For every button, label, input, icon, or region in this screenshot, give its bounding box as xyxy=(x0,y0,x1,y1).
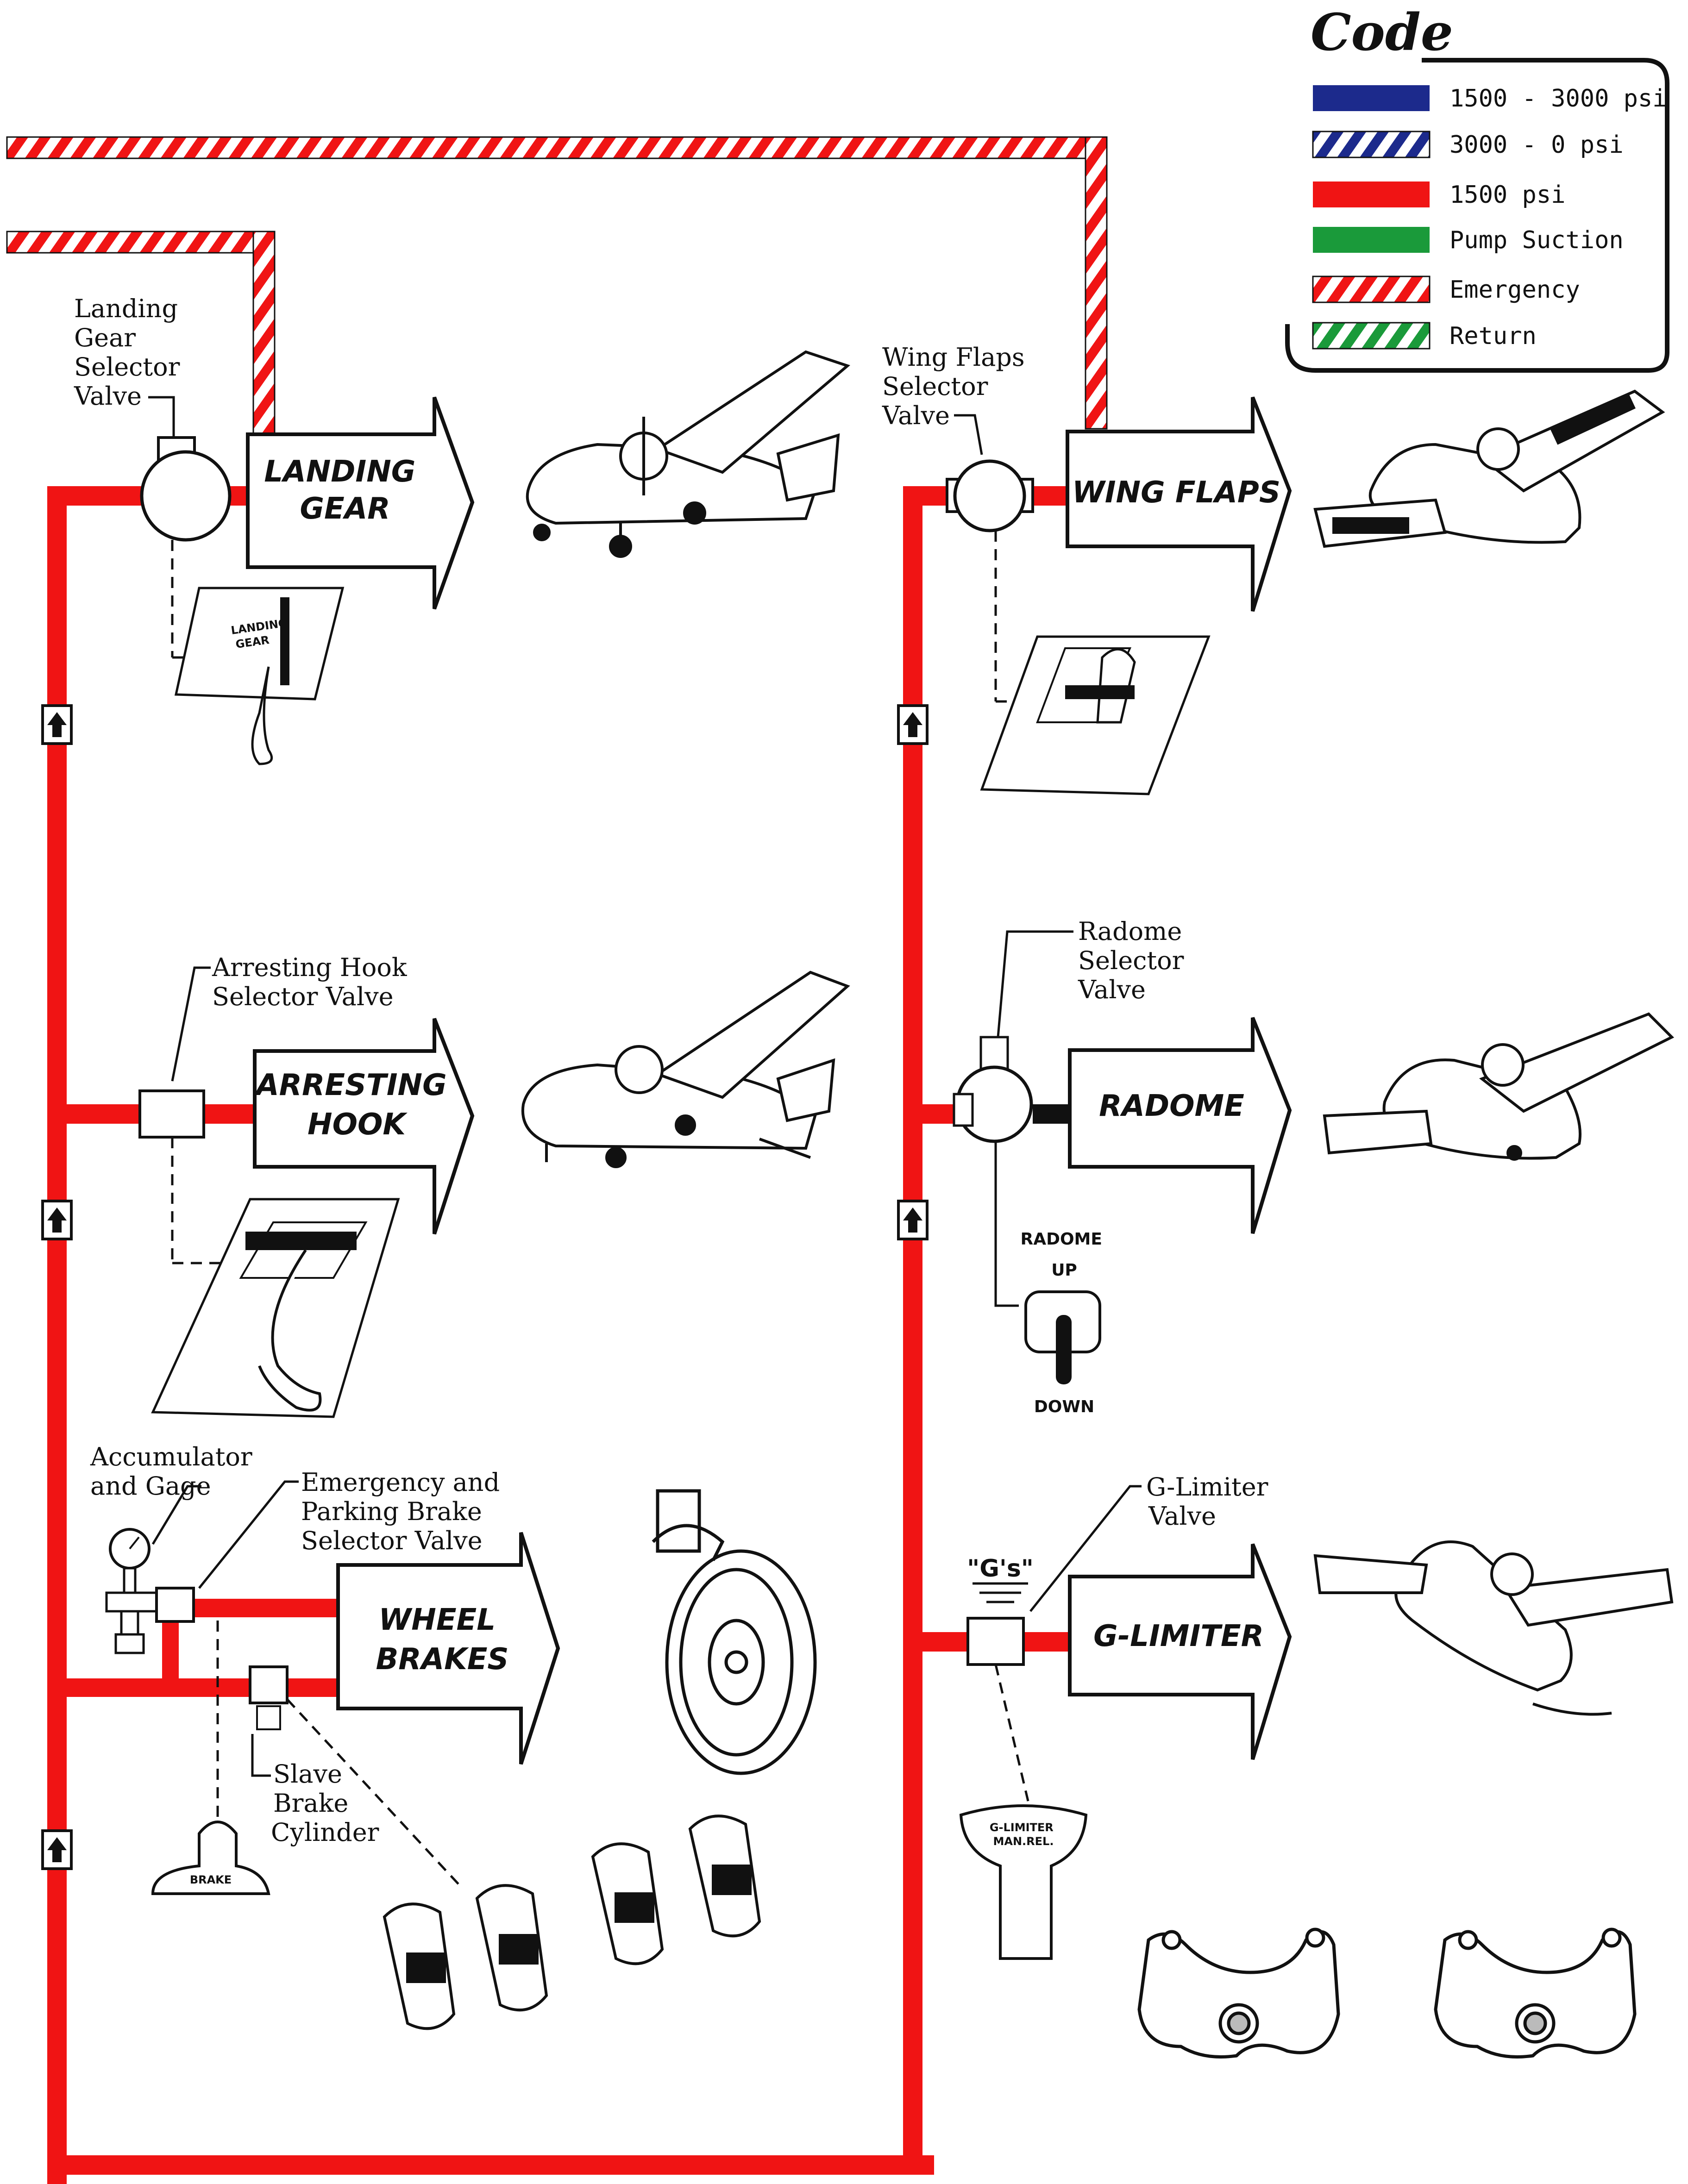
legend-item: 1500 psi xyxy=(1313,181,1565,209)
wheel-icon xyxy=(652,1489,817,1775)
flow-up-arrow-icon xyxy=(43,1201,71,1239)
legend-swatch xyxy=(1313,85,1430,111)
emergency-brake-selector-valve[interactable] xyxy=(155,1587,195,1623)
legend-swatch xyxy=(1312,275,1431,303)
wheel-brakes-group: Accumulator and Gage Emergency and Parki… xyxy=(90,1442,817,2030)
arresting-hook-airplane-icon xyxy=(521,970,850,1168)
arresting-hook-arrow xyxy=(253,1018,475,1235)
wing-flaps-selector-valve[interactable] xyxy=(953,459,1026,532)
wheel-brakes-arrow-label: WHEEL BRAKES xyxy=(376,1603,509,1677)
legend-label: 1500 - 3000 psi xyxy=(1450,85,1667,113)
arresting-hook-control-panel[interactable] xyxy=(151,1198,400,1418)
wing-flaps-valve-label: Wing Flaps Selector Valve xyxy=(882,343,1033,430)
landing-gear-airplane-icon xyxy=(526,350,850,558)
legend-title: Code xyxy=(1311,2,1453,62)
wheel-brakes-arrow xyxy=(336,1532,560,1765)
legend-swatch xyxy=(1312,131,1431,158)
gs-label: "G's" xyxy=(967,1555,1034,1583)
g-limiter-group: "G's" G-Limiter Valve G-LIMITER G-LIMITE… xyxy=(959,1472,1674,1960)
landing-gear-arrow xyxy=(246,396,475,610)
landing-gear-valve-label: Landing Gear Selector Valve xyxy=(74,294,188,411)
wing-flaps-airplane-icon xyxy=(1313,389,1665,548)
arresting-hook-group: Arresting Hook Selector Valve ARRESTING … xyxy=(138,953,850,1418)
g-limiter-valve-label: G-Limiter Valve xyxy=(1146,1472,1276,1531)
radome-airplane-icon xyxy=(1323,1012,1675,1161)
radome-arrow-label: RADOME xyxy=(1099,1089,1244,1123)
legend-item: Pump Suction xyxy=(1313,226,1624,254)
radome-group: Radome Selector Valve RADOME RADOME UP D… xyxy=(953,917,1675,1416)
control-yokes-icon xyxy=(1137,1927,1637,2059)
flow-up-arrow-icon xyxy=(898,1201,927,1239)
g-limiter-valve[interactable] xyxy=(966,1617,1025,1666)
legend-swatch xyxy=(1313,227,1430,253)
radome-switch-up-label: RADOME UP xyxy=(1020,1230,1108,1280)
brake-pedals[interactable] xyxy=(383,1815,761,2030)
legend-item: 1500 - 3000 psi xyxy=(1313,85,1667,113)
g-limiter-manual-release-handle[interactable]: G-LIMITER MAN.REL. xyxy=(959,1804,1088,1960)
parking-brake-handle[interactable]: BRAKE xyxy=(151,1821,270,1895)
legend-label: Pump Suction xyxy=(1450,226,1624,254)
flow-up-arrow-icon xyxy=(43,1831,71,1869)
g-limiter-airplane-icon xyxy=(1313,1540,1674,1716)
landing-gear-selector-valve[interactable] xyxy=(140,450,232,542)
landing-gear-group: Landing Gear Selector Valve LANDING GEAR… xyxy=(74,294,850,765)
legend: Code 1500 - 3000 psi 3000 - 0 psi 1500 psi… xyxy=(1285,2,1669,373)
slave-brake-label: Slave Brake Cylinder xyxy=(271,1759,379,1847)
landing-gear-control-panel[interactable]: LANDING GEAR xyxy=(174,587,345,765)
legend-item: Emergency xyxy=(1312,275,1580,304)
brake-handle-label: BRAKE xyxy=(190,1873,232,1886)
landing-gear-arrow-label: LANDING GEAR xyxy=(264,455,426,526)
legend-item: Return xyxy=(1312,322,1537,350)
g-limiter-arrow-label: G-LIMITER xyxy=(1093,1619,1264,1653)
radome-switch[interactable]: RADOME UP DOWN xyxy=(1020,1230,1108,1416)
legend-swatch xyxy=(1312,322,1431,350)
g-limiter-arrow xyxy=(1068,1543,1292,1760)
emergency-brake-valve-label: Emergency and Parking Brake Selector Val… xyxy=(301,1468,508,1555)
accumulator-label: Accumulator and Gage xyxy=(90,1442,260,1501)
slave-brake-cylinder xyxy=(249,1665,289,1704)
flow-up-arrow-icon xyxy=(43,706,71,744)
arresting-hook-selector-valve[interactable] xyxy=(138,1089,205,1139)
arresting-hook-arrow-label: ARRESTING HOOK xyxy=(254,1068,457,1142)
accumulator-gage xyxy=(105,1528,163,1654)
radome-valve-label: Radome Selector Valve xyxy=(1078,917,1192,1004)
wing-flaps-arrow-label: WING FLAPS xyxy=(1072,476,1280,510)
legend-label: 1500 psi xyxy=(1450,181,1565,209)
wing-flaps-control-panel[interactable] xyxy=(980,635,1211,795)
flow-up-arrow-icon xyxy=(898,706,927,744)
g-limiter-handle-label: G-LIMITER MAN.REL. xyxy=(990,1821,1057,1848)
legend-label: Return xyxy=(1450,322,1537,350)
radome-switch-down-label: DOWN xyxy=(1034,1397,1094,1416)
radome-arrow xyxy=(1068,1017,1292,1234)
wing-flaps-arrow xyxy=(1066,396,1292,612)
legend-label: Emergency xyxy=(1450,276,1580,304)
wing-flaps-group: Wing Flaps Selector Valve WING FLAPS xyxy=(882,343,1665,795)
legend-item: 3000 - 0 psi xyxy=(1312,131,1624,159)
radome-return-segment xyxy=(1033,1104,1070,1124)
legend-label: 3000 - 0 psi xyxy=(1450,131,1624,159)
emergency-lines xyxy=(6,136,1108,436)
legend-swatch xyxy=(1313,181,1430,207)
arresting-hook-valve-label: Arresting Hook Selector Valve xyxy=(212,953,415,1011)
